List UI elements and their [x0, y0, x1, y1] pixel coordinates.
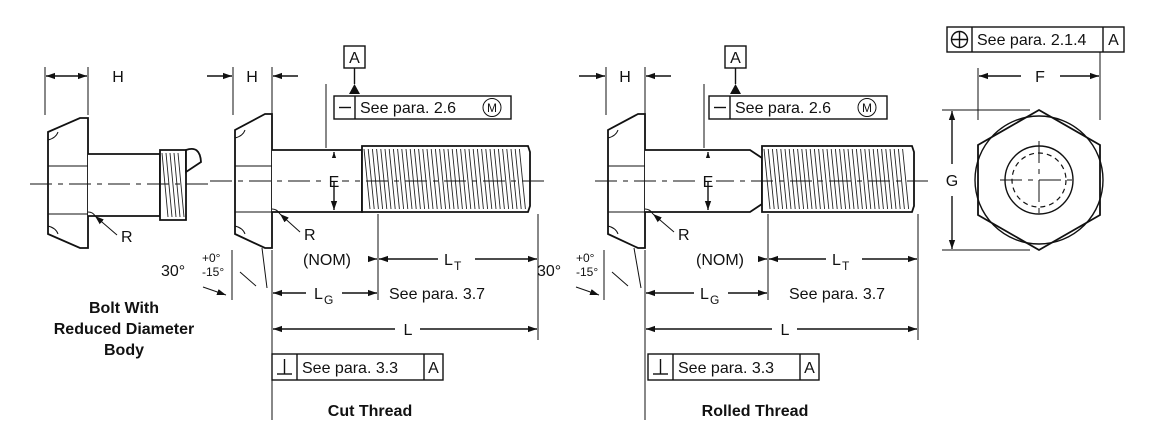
position-datum: A: [1108, 32, 1119, 49]
e-diameter-label: E: [703, 174, 714, 191]
cut-threads: [363, 148, 526, 210]
lg-sub-label: G: [324, 293, 333, 307]
hex-end-view: See para. 2.1.4 A F G: [942, 26, 1125, 252]
datum-label: A: [730, 50, 741, 67]
l-length-label: L: [781, 322, 790, 339]
thread-length-note: See para. 3.7: [789, 286, 885, 303]
lg-main-label: L: [700, 286, 709, 303]
f-across-flats-label: F: [1035, 69, 1045, 86]
caption-reduced-line2: Reduced Diameter: [54, 321, 195, 338]
straightness-frame: See para. 2.6 M: [333, 95, 512, 120]
r-fillet-label: R: [304, 227, 316, 244]
datum-a-symbol: A: [724, 45, 747, 94]
datum-a-symbol: A: [343, 45, 366, 94]
lg-sub-label: G: [710, 293, 719, 307]
caption-rolled-thread: Rolled Thread: [702, 403, 809, 420]
chamfer-tol-plus: +0°: [576, 251, 595, 265]
mmc-modifier: M: [862, 101, 872, 115]
nom-label: (NOM): [696, 252, 744, 269]
position-frame: See para. 2.1.4 A: [946, 26, 1125, 53]
reduced-threads: [161, 152, 185, 218]
rolled-thread-bolt: H E A See para. 2.6 M R: [537, 45, 928, 420]
e-diameter-label: E: [329, 174, 340, 191]
h-dimension-label: H: [619, 69, 631, 86]
caption-reduced-line1: Bolt With: [89, 300, 159, 317]
perpendicularity-note: See para. 3.3: [678, 360, 774, 377]
thread-length-note: See para. 3.7: [389, 286, 485, 303]
r-fillet-label: R: [678, 227, 690, 244]
chamfer-tol-minus: -15°: [202, 265, 224, 279]
caption-cut-thread: Cut Thread: [328, 403, 412, 420]
straightness-note: See para. 2.6: [360, 100, 456, 117]
h-dimension-label: H: [246, 69, 258, 86]
nom-label: (NOM): [303, 252, 351, 269]
straightness-note: See para. 2.6: [735, 100, 831, 117]
datum-label: A: [349, 50, 360, 67]
straightness-frame: See para. 2.6 M: [708, 95, 888, 120]
mmc-modifier: M: [487, 101, 497, 115]
g-across-corners-label: G: [946, 173, 958, 190]
perpendicularity-datum: A: [804, 360, 815, 377]
h-dimension-label: H: [112, 69, 124, 86]
lg-main-label: L: [314, 286, 323, 303]
lt-sub-label: T: [454, 259, 462, 273]
l-length-label: L: [404, 322, 413, 339]
cut-thread-bolt: H E A See para. 2.6 M R: [161, 45, 545, 420]
rolled-threads: [763, 148, 910, 210]
perpendicularity-datum: A: [428, 360, 439, 377]
lt-main-label: L: [444, 252, 453, 269]
perpendicularity-frame: See para. 3.3 A: [647, 353, 820, 381]
lt-main-label: L: [832, 252, 841, 269]
perpendicularity-note: See para. 3.3: [302, 360, 398, 377]
chamfer-tol-plus: +0°: [202, 251, 221, 265]
r-fillet-label: R: [121, 229, 133, 246]
lt-sub-label: T: [842, 259, 850, 273]
reduced-diameter-bolt: H R Bolt With Reduced Diameter Body: [30, 67, 212, 359]
chamfer-tol-minus: -15°: [576, 265, 598, 279]
perpendicularity-frame: See para. 3.3 A: [271, 353, 444, 381]
chamfer-angle: 30°: [537, 263, 561, 280]
position-note: See para. 2.1.4: [977, 32, 1087, 49]
chamfer-angle: 30°: [161, 263, 185, 280]
caption-reduced-line3: Body: [104, 342, 144, 359]
